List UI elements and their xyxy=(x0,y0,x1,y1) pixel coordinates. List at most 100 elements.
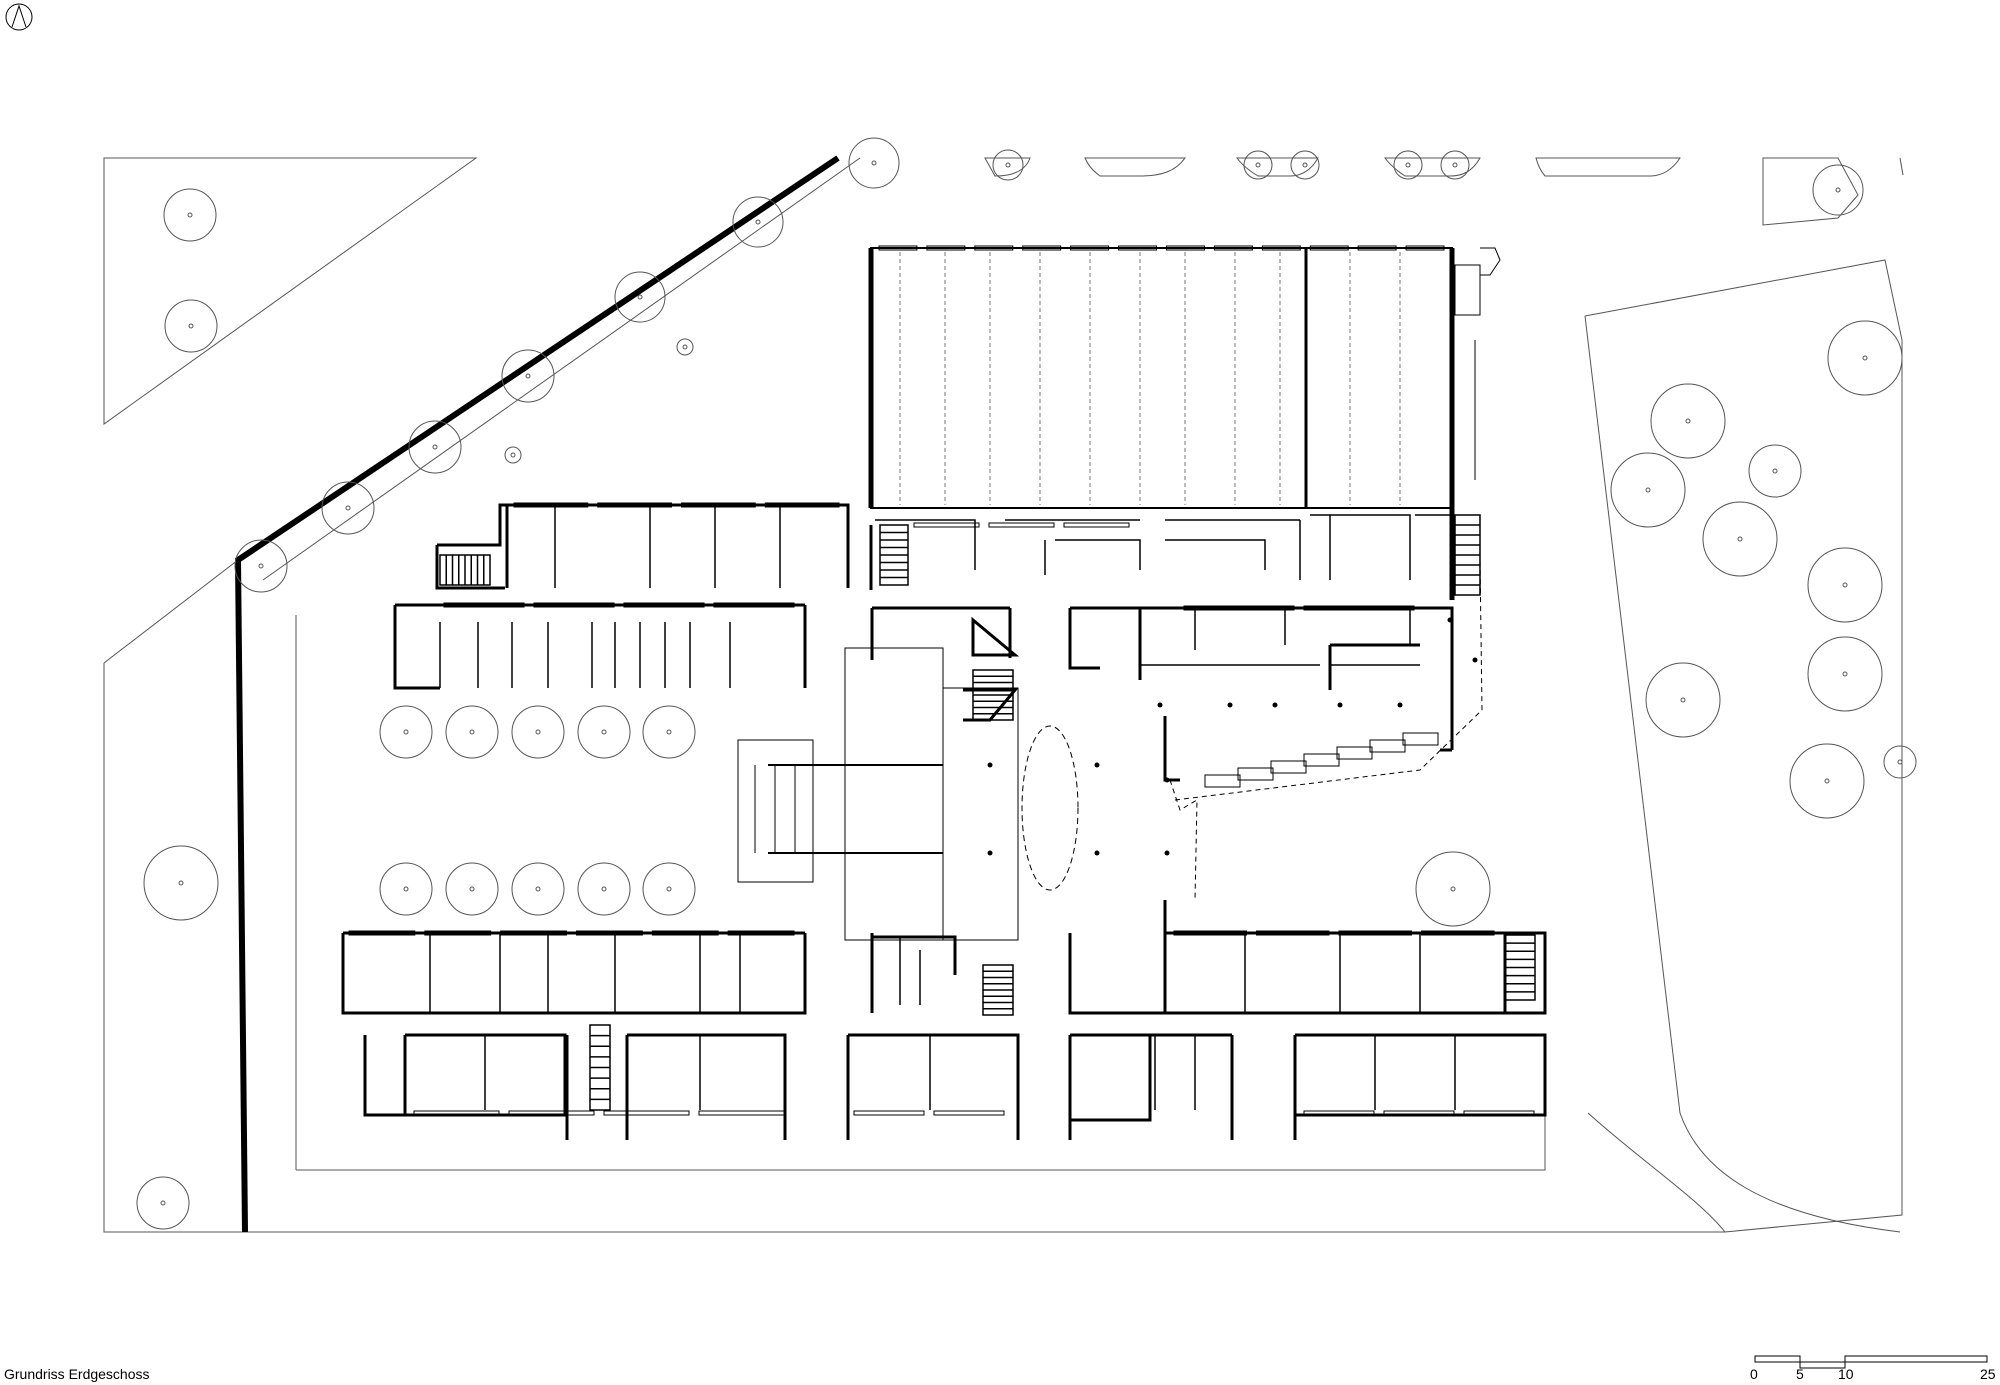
window xyxy=(974,245,1014,251)
tree-icon xyxy=(234,539,288,593)
column-dot xyxy=(1337,702,1343,708)
central-hall xyxy=(737,559,1483,941)
column-dot xyxy=(1472,657,1478,663)
tree-trunk-icon xyxy=(178,880,184,886)
tree-trunk-icon xyxy=(682,344,688,350)
window xyxy=(698,1110,785,1116)
tree-icon xyxy=(642,862,696,916)
tree-trunk-icon xyxy=(188,323,194,329)
terrace-step xyxy=(1270,760,1307,774)
tree-icon xyxy=(445,705,499,759)
scale-bar xyxy=(1754,1355,1988,1369)
tree-trunk-icon xyxy=(1450,886,1456,892)
column-dot xyxy=(1094,762,1100,768)
tree-trunk-icon xyxy=(755,219,761,225)
tree-trunk-icon xyxy=(1897,759,1903,765)
window xyxy=(651,930,719,936)
wall-segment xyxy=(1068,933,1165,1015)
tree-trunk-icon xyxy=(1737,536,1743,542)
tree-trunk-icon xyxy=(637,294,643,300)
tree-icon xyxy=(136,1176,190,1230)
tree-icon xyxy=(992,149,1024,181)
tree-icon xyxy=(1243,150,1273,180)
wall-segment xyxy=(341,933,807,1015)
gymnasium xyxy=(868,247,1501,600)
window xyxy=(1357,245,1397,251)
window xyxy=(424,930,492,936)
window xyxy=(500,930,567,936)
window xyxy=(1463,1110,1535,1116)
tree-trunk-icon xyxy=(601,729,607,735)
terrace-step xyxy=(1402,732,1439,746)
tree-icon xyxy=(1748,444,1802,498)
drawing-caption: Grundriss Erdgeschoss xyxy=(4,1366,150,1382)
tree-icon xyxy=(642,705,696,759)
tree-icon xyxy=(511,705,565,759)
wall-segment xyxy=(1070,1033,1152,1122)
tree-trunk-icon xyxy=(1452,162,1458,168)
window xyxy=(1421,930,1495,936)
tree-trunk-icon xyxy=(1685,418,1691,424)
wall-segment xyxy=(1068,606,1142,680)
wall-segment xyxy=(1140,606,1454,752)
window xyxy=(1173,930,1247,936)
column-dot xyxy=(1227,702,1233,708)
window xyxy=(853,1110,925,1116)
tree-icon xyxy=(379,705,433,759)
window xyxy=(1118,245,1158,251)
wall-segment xyxy=(363,1035,405,1117)
tree-trunk-icon xyxy=(187,212,193,218)
scale-label-10: 10 xyxy=(1838,1366,1854,1382)
window xyxy=(1303,1110,1375,1116)
scale-label-0: 0 xyxy=(1750,1366,1758,1382)
column-dot xyxy=(1094,850,1100,856)
wall-segment xyxy=(393,605,440,690)
scale-label-25: 25 xyxy=(1980,1366,1996,1382)
column-dot xyxy=(1164,777,1170,783)
terrace-step xyxy=(1336,746,1373,760)
window xyxy=(597,502,672,508)
tree-icon xyxy=(1645,662,1721,738)
interior-wall xyxy=(875,519,976,570)
column-dot xyxy=(987,762,993,768)
column-dot xyxy=(1272,702,1278,708)
tree-icon xyxy=(614,271,666,323)
tree-icon xyxy=(1812,164,1864,216)
window xyxy=(1309,245,1349,251)
tree-trunk-icon xyxy=(535,729,541,735)
tree-trunk-icon xyxy=(666,729,672,735)
tree-icon xyxy=(511,862,565,916)
interior-wall xyxy=(1310,514,1411,580)
tree-trunk-icon xyxy=(535,886,541,892)
site-outline xyxy=(103,157,1904,1233)
tree-icon xyxy=(379,862,433,916)
window xyxy=(508,1110,595,1116)
window xyxy=(513,502,589,508)
wall-segment xyxy=(1163,716,1180,782)
window xyxy=(1022,245,1062,251)
wall-segment xyxy=(848,1033,1020,1140)
tree-trunk-icon xyxy=(1645,487,1651,493)
column-dot xyxy=(1397,702,1403,708)
window xyxy=(681,502,756,508)
boundary-path xyxy=(262,157,861,581)
tree-icon xyxy=(1789,743,1865,819)
tree-trunk-icon xyxy=(666,886,672,892)
tree-icon xyxy=(577,862,631,916)
tree-trunk-icon xyxy=(601,886,607,892)
window xyxy=(603,1110,690,1116)
tree-icon xyxy=(504,446,522,464)
terrace-step xyxy=(1237,767,1274,781)
tree-icon xyxy=(1807,636,1883,712)
tree-icon xyxy=(163,188,217,242)
window xyxy=(348,930,416,936)
window xyxy=(1166,245,1205,251)
window xyxy=(1383,1110,1455,1116)
tree-trunk-icon xyxy=(871,160,877,166)
columns xyxy=(987,617,1478,856)
tree-icon xyxy=(501,349,555,403)
tree-icon xyxy=(143,845,219,921)
interior-walls xyxy=(429,505,1536,1111)
tree-trunk-icon xyxy=(469,886,475,892)
window xyxy=(713,602,795,608)
